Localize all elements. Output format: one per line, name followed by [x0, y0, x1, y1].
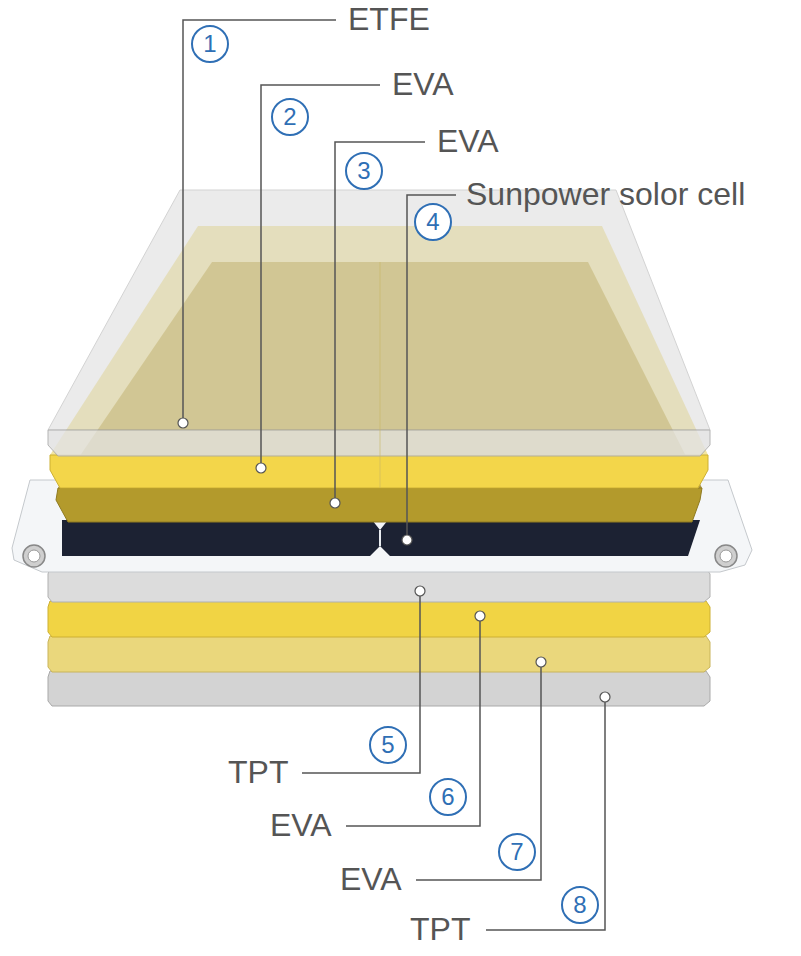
callout-circle: 3 [345, 152, 383, 190]
leader-dot [402, 535, 412, 545]
callout-number: 7 [510, 840, 523, 864]
part-label: Sunpower solor cell [466, 177, 745, 212]
callout-number: 4 [426, 210, 439, 234]
eva-layer [48, 601, 710, 637]
eva-layer [50, 455, 708, 488]
leader-dot [415, 586, 425, 596]
leader-line [335, 142, 425, 503]
tpt-layer [48, 568, 710, 602]
leader-line [407, 195, 456, 540]
callout-circle: 5 [369, 726, 407, 764]
cell-gap [379, 530, 381, 546]
part-label: ETFE [348, 2, 430, 37]
leader-dot [600, 692, 610, 702]
callout-circle: 1 [191, 25, 229, 63]
part-label: EVA [340, 862, 402, 897]
leader-dot [536, 657, 546, 667]
tpt-layer [48, 671, 710, 706]
part-label: EVA [270, 808, 332, 843]
callout-number: 6 [441, 785, 454, 809]
leader-line [486, 697, 605, 930]
leader-line [346, 616, 480, 826]
leader-dot [178, 418, 188, 428]
callout-circle: 6 [429, 778, 467, 816]
grommet-hole [720, 550, 732, 562]
leader-line [416, 662, 541, 880]
callout-number: 3 [357, 159, 370, 183]
leader-dot [475, 611, 485, 621]
grommet [23, 545, 45, 567]
etfe-layer [48, 430, 710, 456]
callout-number: 8 [573, 893, 586, 917]
callout-circle: 8 [561, 886, 599, 924]
part-label: TPT [228, 755, 288, 790]
eva-layer [56, 488, 702, 522]
leader-line [302, 591, 420, 773]
grommet-hole [28, 550, 40, 562]
cell-sheet [12, 480, 752, 572]
leader-dot [256, 463, 266, 473]
leader-line [183, 20, 336, 423]
etfe-layer [48, 190, 710, 430]
callout-number: 1 [203, 32, 216, 56]
callout-number: 5 [381, 733, 394, 757]
part-label: EVA [392, 67, 454, 102]
eva-layer [48, 636, 710, 672]
cell-grid [380, 262, 381, 488]
part-label: EVA [437, 124, 499, 159]
callout-circle: 4 [414, 203, 452, 241]
solar-cell [62, 520, 700, 556]
callout-circle: 7 [498, 833, 536, 871]
leader-dot [330, 498, 340, 508]
callout-number: 2 [283, 105, 296, 129]
grommet [715, 545, 737, 567]
part-label: TPT [410, 912, 470, 947]
callout-circle: 2 [271, 98, 309, 136]
